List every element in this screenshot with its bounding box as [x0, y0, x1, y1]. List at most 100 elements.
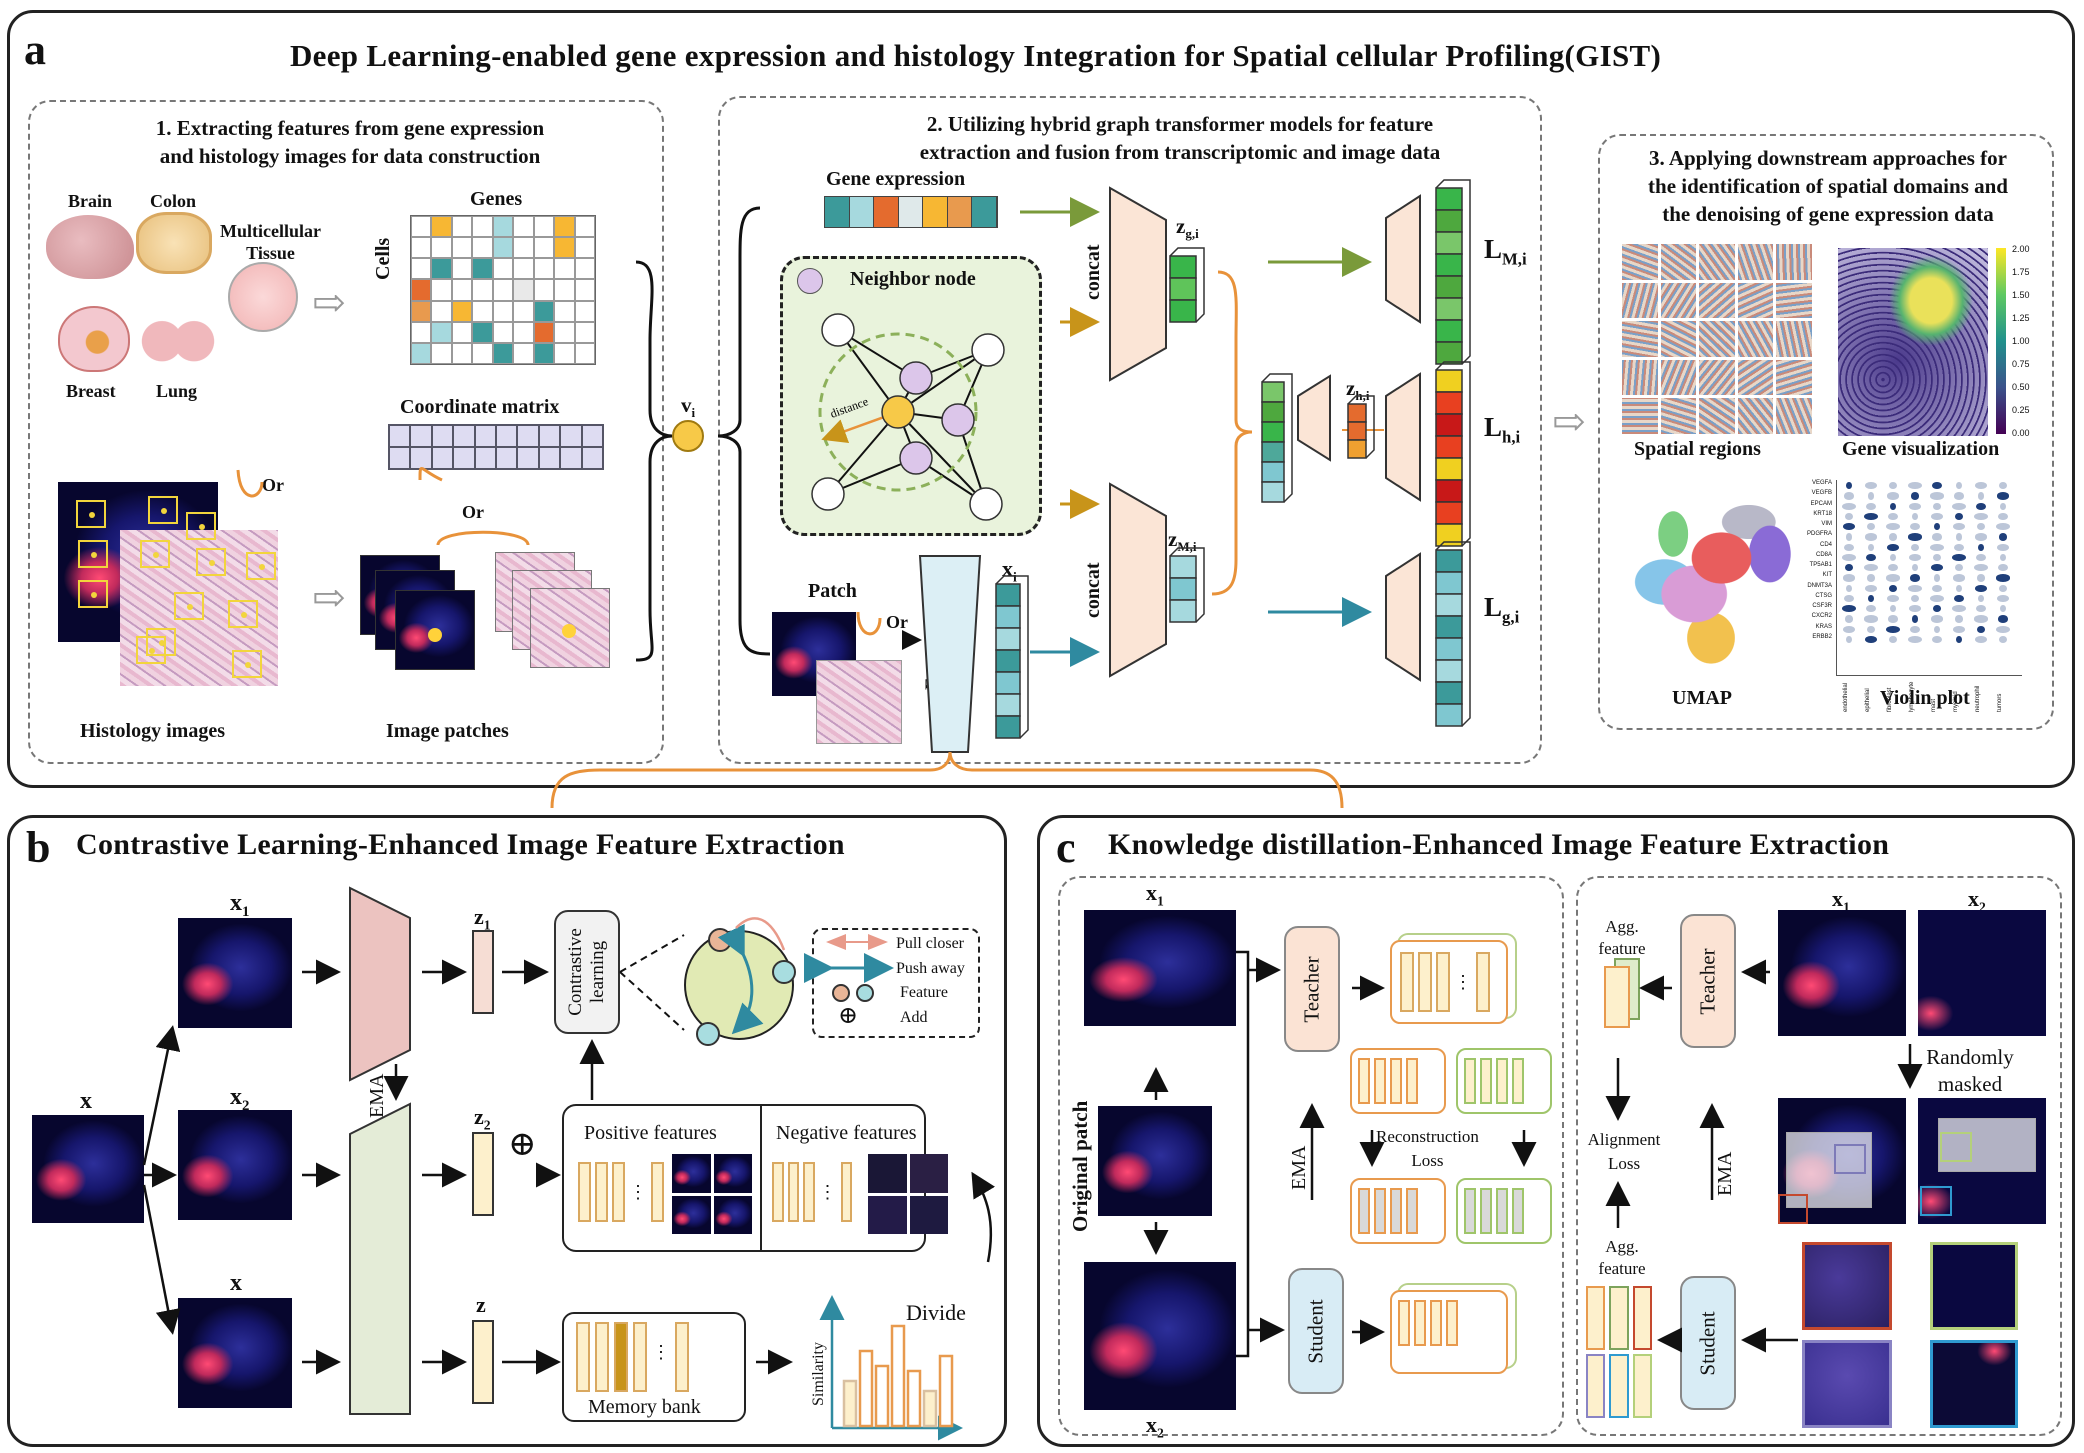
violin-gene-label: KIT [1822, 572, 1832, 579]
lm-vector-cell [1435, 297, 1463, 321]
lung-icon [138, 306, 218, 370]
legend-add: Add [900, 1009, 928, 1026]
panel-a-title: Deep Learning-enabled gene expression an… [290, 38, 1662, 73]
label-agg-top: Agg. feature [1598, 917, 1646, 958]
violin-gene-label: PDGFRA [1806, 531, 1832, 538]
c-right-box [1576, 876, 2062, 1436]
coordinate-matrix [388, 424, 604, 470]
similarity-bar [890, 1324, 906, 1428]
recon-top-right [1456, 1048, 1552, 1114]
label-violin-plot: Violin plot [1880, 687, 1970, 709]
lh-vector-cell [1435, 391, 1463, 415]
legend-box [812, 928, 980, 1038]
lh-vector-cell [1435, 501, 1463, 525]
c-left-box [1058, 876, 1564, 1436]
concat-vector-cell [1261, 481, 1285, 503]
concat-vector-cell [1261, 381, 1285, 403]
arrow-organs-icon: ⇨ [312, 280, 346, 325]
zh-vector-cell [1347, 439, 1367, 459]
panel-c-letter: c [1056, 823, 1076, 872]
xi-vector-cell [995, 715, 1021, 739]
lh-vector-cell [1435, 457, 1463, 481]
memory-bank-bars: ⋮ [576, 1322, 734, 1392]
label-c-x1-right: x1 [1832, 886, 1850, 915]
colorbar-tick: 1.00 [2012, 336, 2030, 346]
c-image-x2 [1084, 1262, 1236, 1410]
lg-vector-cell [1435, 549, 1463, 573]
zh-vector-cell [1347, 421, 1367, 441]
violin-gene-label: CD8A [1815, 551, 1832, 558]
z-vector [472, 1320, 494, 1404]
z2-vector [472, 1132, 494, 1216]
concat-vector-cell [1261, 421, 1285, 443]
label-gene-visualization: Gene visualization [1842, 438, 2000, 460]
panel-b-title: Contrastive Learning-Enhanced Image Feat… [76, 828, 845, 861]
label-z2: z2 [474, 1104, 491, 1133]
panel-b [7, 815, 1007, 1447]
lm-vector-cell [1435, 187, 1463, 211]
xi-vector-cell [995, 583, 1021, 607]
colorbar-tick: 0.50 [2012, 382, 2030, 392]
negative-feature-bars: ⋮ [772, 1162, 852, 1222]
concat-vector-cell [1261, 441, 1285, 463]
zh-vector-cell [1347, 403, 1367, 423]
xi-vector-cell [995, 605, 1021, 629]
label-neighbor-node: Neighbor node [850, 268, 976, 290]
label-x3: x [230, 1270, 242, 1296]
violin-gene-label: KRAS [1815, 623, 1832, 630]
colorbar-tick: 1.50 [2012, 290, 2030, 300]
label-zg: zg,i [1176, 214, 1199, 242]
similarity-bar [874, 1364, 890, 1428]
colorbar-tick: 0.75 [2012, 359, 2030, 369]
label-c-x2: x2 [1146, 1412, 1164, 1441]
gene-visualization-plot [1838, 248, 1988, 436]
violin-gene-label: DNMT3A [1807, 582, 1832, 589]
label-or-patch: Or [886, 612, 908, 632]
image-x1 [178, 918, 292, 1028]
label-multicellular: Multicellular Tissue [220, 221, 321, 263]
teacher-box-right: Teacher [1680, 914, 1736, 1048]
xi-vector-cell [995, 693, 1021, 717]
features-divider [760, 1104, 762, 1252]
lh-vector-cell [1435, 369, 1463, 393]
colorbar-tick: 1.25 [2012, 313, 2030, 323]
label-lung: Lung [156, 381, 198, 401]
umap-plot [1606, 478, 1816, 678]
zg-vector-cell [1169, 255, 1197, 279]
lm-vector-cell [1435, 275, 1463, 299]
label-zm: zM,i [1168, 527, 1197, 555]
lg-vector-cell [1435, 659, 1463, 683]
label-lh: Lh,i [1484, 412, 1521, 447]
lg-vector-cell [1435, 571, 1463, 595]
similarity-bar [858, 1349, 874, 1428]
label-x1: x1 [230, 890, 250, 920]
student-box-right: Student [1680, 1276, 1736, 1410]
lh-vector-cell [1435, 523, 1463, 547]
step3-box [1598, 134, 2054, 730]
step2-box [718, 96, 1542, 764]
colorbar-tick: 0.25 [2012, 405, 2030, 415]
lh-vector-cell [1435, 413, 1463, 437]
colorbar-tick: 0.00 [2012, 428, 2030, 438]
gene-expression-vector [824, 196, 998, 228]
c-original-patch [1098, 1106, 1212, 1216]
gene-colorbar [1996, 248, 2006, 434]
image-x3 [178, 1298, 292, 1408]
label-alignment-loss: Alignment Loss [1587, 1130, 1661, 1173]
violin-gene-label: VEGFB [1811, 490, 1832, 497]
lh-vector-cell [1435, 479, 1463, 503]
xi-vector-cell [995, 671, 1021, 695]
teacher-box-left: Teacher [1284, 926, 1340, 1052]
xi-vector-cell [995, 649, 1021, 673]
recon-bot-right [1456, 1178, 1552, 1244]
colorbar-tick: 1.75 [2012, 267, 2030, 277]
label-lm: LM,i [1484, 234, 1527, 269]
mask-overlay-2 [1938, 1118, 2036, 1172]
label-reconstruction-loss: Reconstruction Loss [1376, 1127, 1479, 1170]
label-vi: vi [681, 393, 696, 421]
lg-vector-cell [1435, 593, 1463, 617]
label-image-patches: Image patches [386, 720, 509, 742]
violin-gene-label: EPCAM [1810, 500, 1832, 507]
legend-add-icon: ⊕ [838, 1003, 859, 1029]
